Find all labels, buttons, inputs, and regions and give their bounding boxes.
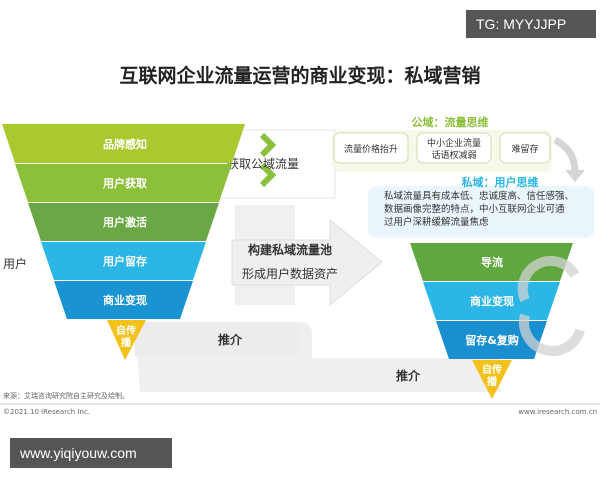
- refer-label-left: 推介: [218, 332, 243, 347]
- funnel-tip: [107, 320, 146, 360]
- watermark-bottom: www.yiqiyouw.com: [10, 438, 172, 468]
- copyright: ©2021.10 iResearch Inc.: [3, 408, 90, 416]
- funnel-label: 商业变现: [470, 294, 514, 308]
- acquire-label: 获取公域流量: [227, 157, 299, 171]
- funnel-tip-label: 自传: [116, 324, 136, 337]
- big-arrow-shape: [231, 218, 383, 307]
- funnel-label: 用户激活: [103, 215, 147, 229]
- private-desc-line: 过用户深耕缓解流量焦虑: [384, 216, 489, 228]
- funnel-level-3: [436, 321, 547, 359]
- cycle-icon-lower: [519, 313, 585, 356]
- watermark-top: TG: MYYJJPP: [466, 10, 596, 38]
- arrow-label-1: 构建私域流量池: [248, 242, 332, 257]
- refer-label-right: 推介: [396, 368, 421, 383]
- funnel-tip-label: 播: [121, 336, 132, 349]
- cycle-icon: [517, 255, 580, 302]
- private-domain-panel: [368, 186, 594, 238]
- funnel-label: 用户获取: [103, 176, 147, 190]
- public-box-text: 话语权减弱: [431, 149, 476, 161]
- public-box: [416, 132, 492, 164]
- funnel-level-5: [54, 281, 193, 319]
- refer-band-top: [135, 322, 300, 356]
- private-domain-heading: 私域：用户思维: [462, 175, 539, 189]
- funnel-label: 商业变现: [103, 293, 147, 307]
- funnel-level-2: [15, 164, 232, 202]
- public-box-text: 难留存: [511, 143, 538, 155]
- funnel-tip-label: 播: [487, 375, 498, 388]
- public-box: [333, 132, 409, 164]
- funnel-label: 品牌感知: [103, 137, 147, 151]
- private-desc-line: 数据画像完整的特点，中小互联网企业可通: [384, 203, 565, 215]
- left-funnel: 品牌感知 用户获取 用户激活 用户留存 商业变现 自传 播: [2, 124, 245, 360]
- public-box-text: 中小企业流量: [427, 137, 481, 149]
- funnel-label: 用户留存: [103, 254, 147, 268]
- funnel-label: 留存&复购: [465, 333, 519, 347]
- source-note: 来源：艾瑞咨询研究院自主研究及绘制。: [3, 391, 129, 400]
- curved-arrow-icon: [553, 136, 579, 173]
- arrow-label-2: 形成用户数据资产: [242, 266, 338, 281]
- funnel-level-3: [28, 203, 219, 241]
- public-box-text: 流量价格抬升: [344, 143, 398, 155]
- funnel-tip-label: 自传: [482, 363, 502, 376]
- page-title: 互联网企业流量运营的商业变现：私域营销: [119, 64, 480, 87]
- public-domain-heading: 公域：流量思维: [412, 115, 489, 129]
- chevron-icon: [259, 132, 277, 188]
- funnel-level-4: [41, 242, 206, 280]
- curved-arrow-head: [565, 170, 585, 182]
- public-box: [499, 132, 551, 164]
- funnel-label: 导流: [481, 255, 503, 269]
- funnel-tip: [472, 360, 512, 399]
- site-url: www.iresearch.com.cn: [518, 408, 597, 416]
- private-desc-line: 私域流量具有成本低、忠诚度高、信任感强、: [384, 190, 574, 202]
- funnel-level-1: [2, 124, 245, 163]
- right-funnel: 导流 商业变现 留存&复购 自传 播: [410, 243, 585, 399]
- left-user-label: 用户: [3, 256, 27, 271]
